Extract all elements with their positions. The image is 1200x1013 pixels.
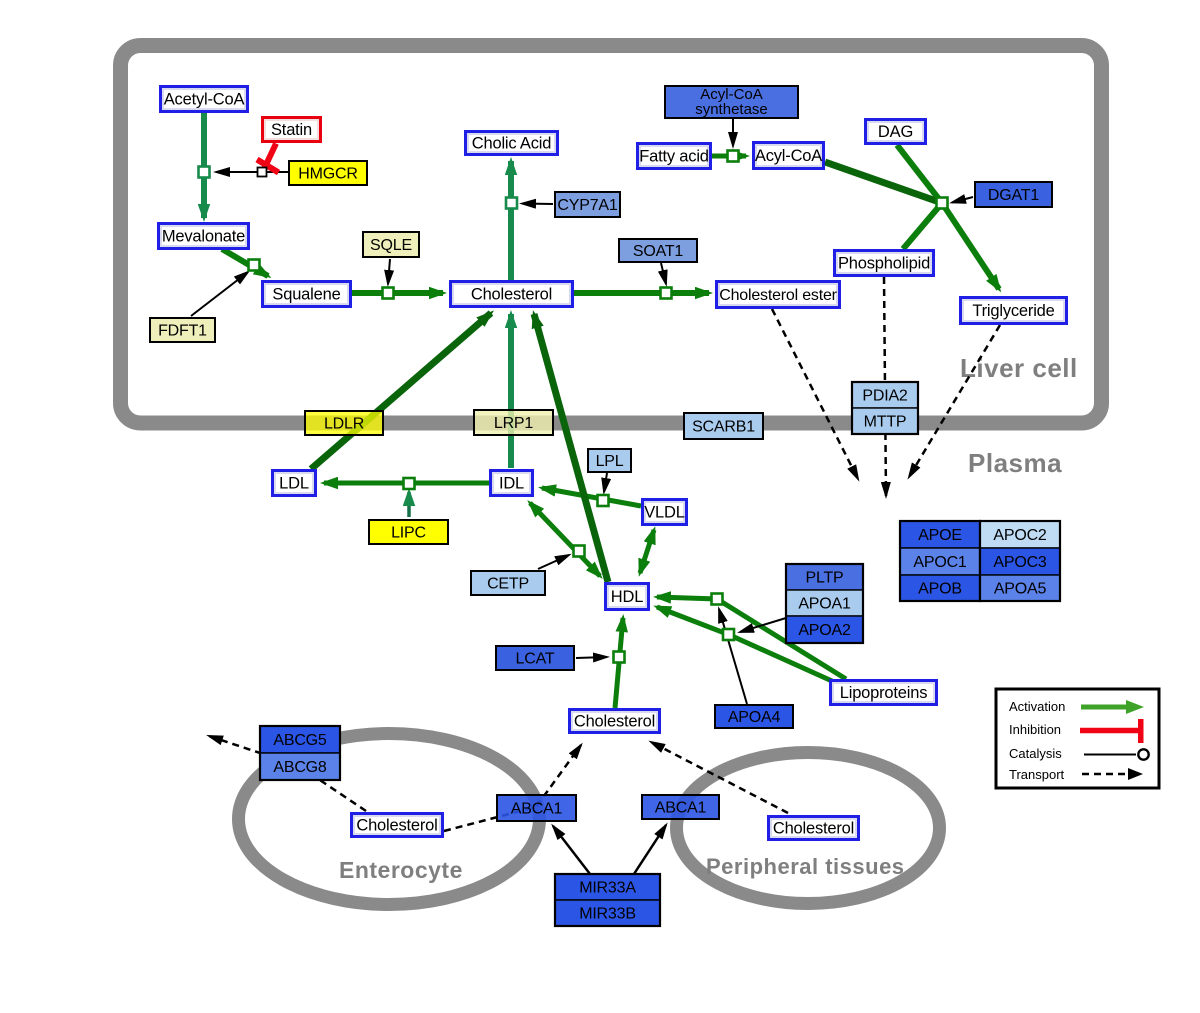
svg-text:DGAT1: DGAT1 [988, 187, 1039, 204]
svg-text:MIR33B: MIR33B [579, 906, 636, 923]
svg-text:Peripheral tissues: Peripheral tissues [706, 854, 905, 879]
svg-text:Phospholipid: Phospholipid [838, 255, 930, 273]
svg-text:synthetase: synthetase [695, 101, 768, 118]
svg-text:Transport: Transport [1009, 767, 1065, 782]
svg-text:PLTP: PLTP [805, 570, 843, 587]
svg-text:FDFT1: FDFT1 [158, 323, 207, 340]
svg-text:MIR33A: MIR33A [579, 880, 636, 897]
svg-text:CYP7A1: CYP7A1 [557, 197, 617, 214]
svg-text:APOA2: APOA2 [798, 622, 851, 639]
svg-text:HDL: HDL [611, 588, 643, 606]
svg-text:LDL: LDL [279, 475, 309, 493]
svg-text:Triglyceride: Triglyceride [972, 302, 1054, 320]
svg-text:Inhibition: Inhibition [1009, 722, 1061, 737]
svg-text:HMGCR: HMGCR [298, 166, 357, 183]
svg-text:Activation: Activation [1009, 699, 1065, 714]
svg-text:APOA5: APOA5 [994, 581, 1047, 598]
svg-text:Mevalonate: Mevalonate [162, 228, 245, 246]
svg-text:VLDL: VLDL [644, 504, 684, 522]
svg-text:APOB: APOB [918, 581, 962, 598]
svg-text:ABCG8: ABCG8 [273, 759, 327, 776]
svg-text:LDLR: LDLR [324, 416, 364, 433]
svg-text:CETP: CETP [487, 576, 529, 593]
svg-text:Acyl-CoA: Acyl-CoA [700, 86, 763, 103]
svg-text:LRP1: LRP1 [494, 415, 534, 432]
svg-text:Squalene: Squalene [272, 286, 340, 304]
svg-text:APOE: APOE [918, 527, 962, 544]
svg-text:MTTP: MTTP [864, 414, 907, 431]
svg-text:Fatty acid: Fatty acid [639, 148, 709, 166]
svg-text:Cholesterol: Cholesterol [356, 817, 437, 835]
svg-text:Cholesterol ester: Cholesterol ester [719, 287, 837, 304]
svg-text:Cholesterol: Cholesterol [773, 820, 854, 838]
svg-text:Statin: Statin [271, 121, 312, 139]
svg-text:Catalysis: Catalysis [1009, 746, 1062, 761]
svg-text:SQLE: SQLE [370, 237, 412, 254]
svg-text:Acyl-CoA: Acyl-CoA [755, 147, 822, 165]
svg-text:Plasma: Plasma [968, 448, 1062, 478]
svg-text:Liver cell: Liver cell [960, 353, 1078, 383]
svg-text:Lipoproteins: Lipoproteins [840, 684, 928, 702]
svg-text:Cholesterol: Cholesterol [574, 713, 655, 731]
svg-text:APOC2: APOC2 [993, 527, 1047, 544]
svg-text:ABCA1: ABCA1 [511, 801, 563, 818]
svg-text:LCAT: LCAT [516, 651, 555, 668]
svg-text:SOAT1: SOAT1 [633, 243, 684, 260]
svg-text:LPL: LPL [596, 453, 624, 470]
svg-text:IDL: IDL [499, 475, 524, 493]
svg-text:DAG: DAG [878, 123, 913, 141]
svg-text:APOC1: APOC1 [913, 554, 967, 571]
svg-text:Cholesterol: Cholesterol [471, 286, 552, 304]
svg-text:APOA1: APOA1 [798, 596, 851, 613]
svg-text:LIPC: LIPC [391, 525, 426, 542]
svg-text:APOA4: APOA4 [728, 709, 781, 726]
svg-text:ABCA1: ABCA1 [655, 800, 707, 817]
svg-text:Acetyl-CoA: Acetyl-CoA [164, 91, 245, 109]
svg-text:Cholic Acid: Cholic Acid [472, 135, 551, 153]
svg-text:SCARB1: SCARB1 [692, 419, 755, 436]
svg-text:APOC3: APOC3 [993, 554, 1047, 571]
svg-text:PDIA2: PDIA2 [862, 388, 908, 405]
svg-text:Enterocyte: Enterocyte [339, 857, 463, 883]
svg-text:ABCG5: ABCG5 [273, 732, 327, 749]
